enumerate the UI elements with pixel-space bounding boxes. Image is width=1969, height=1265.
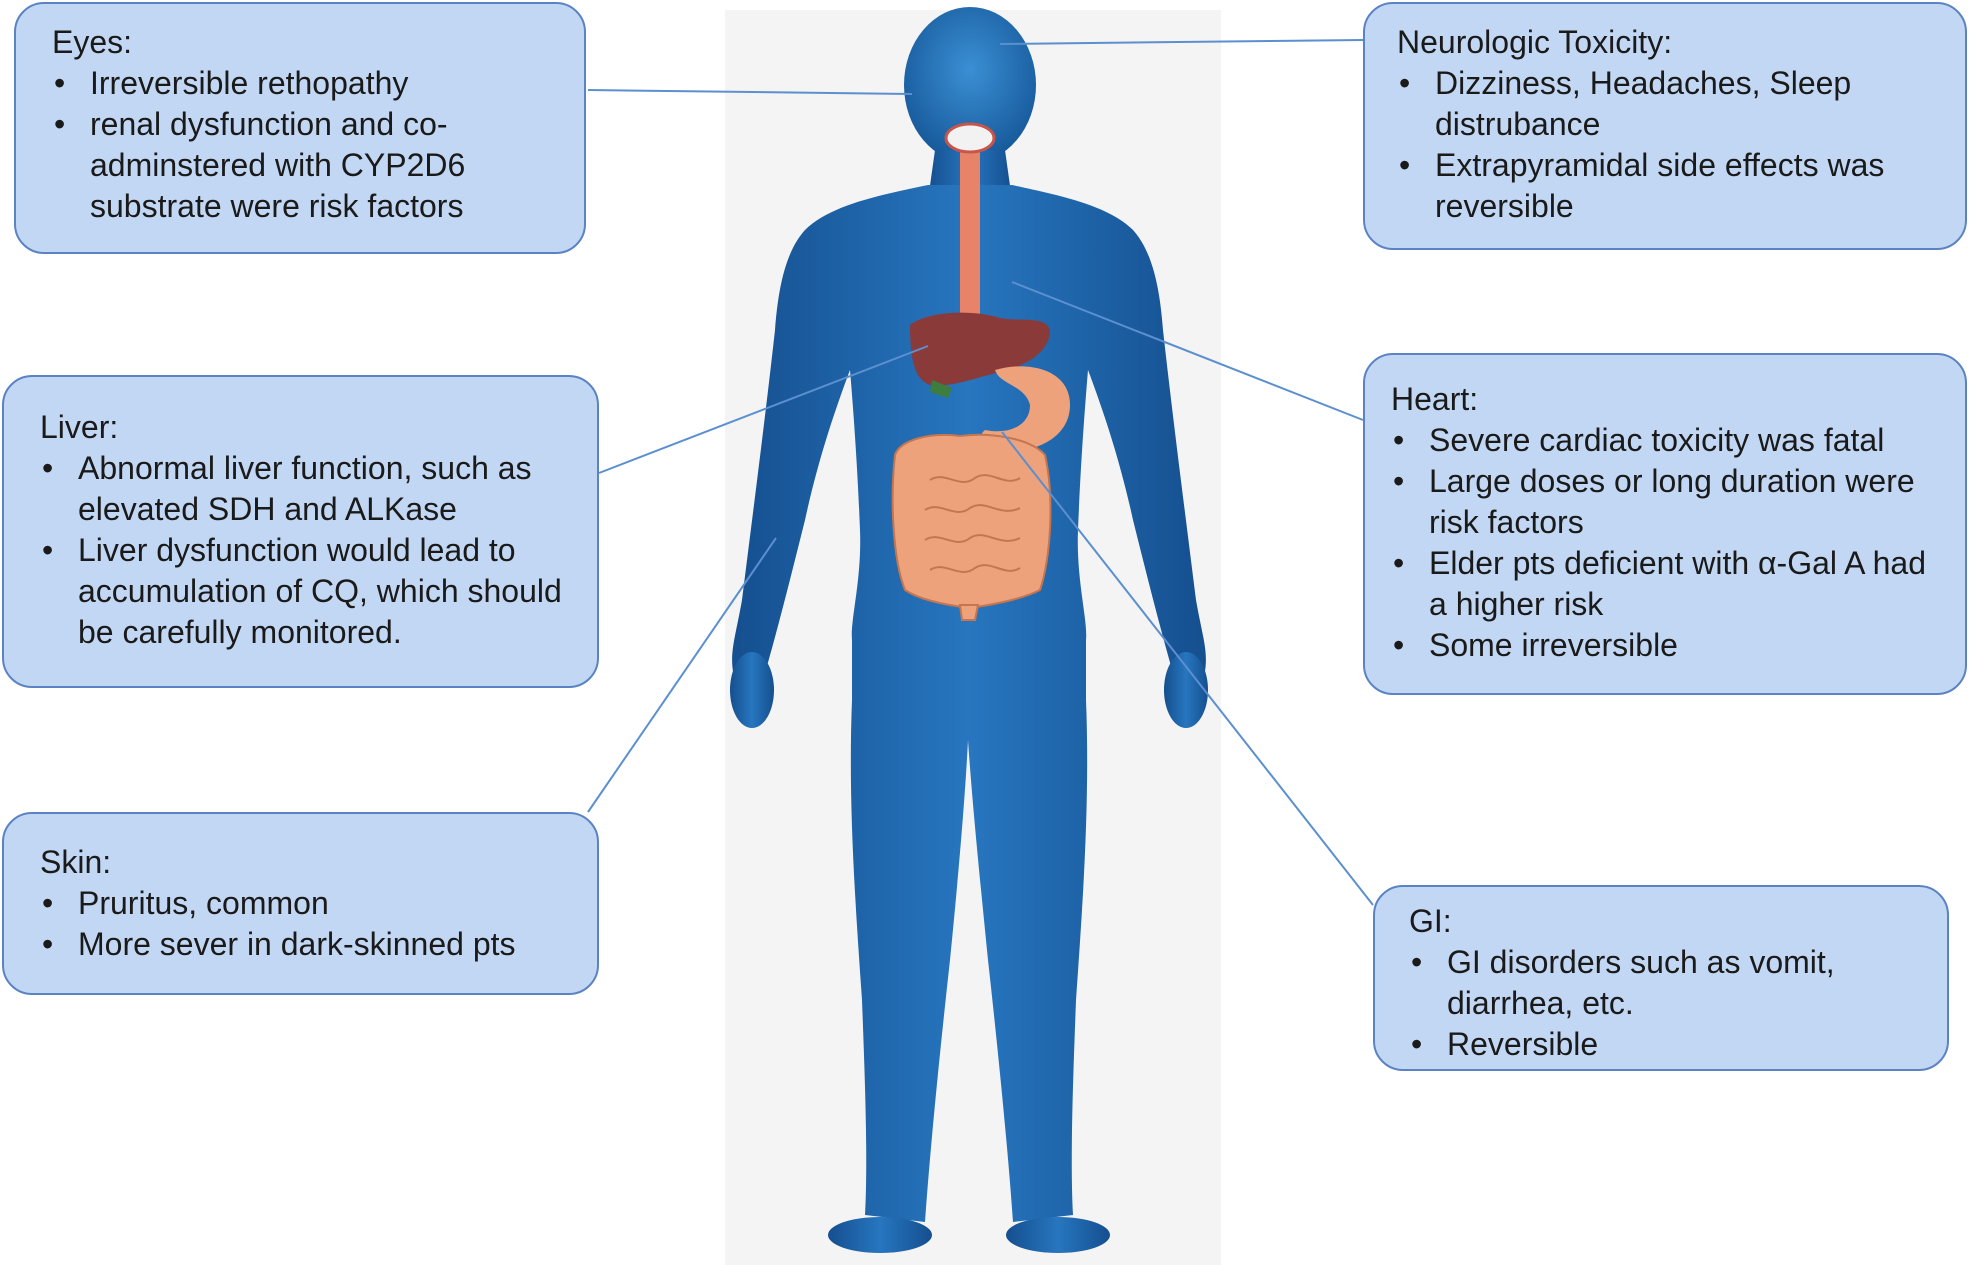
list-item: renal dysfunction and co-adminstered wit… xyxy=(52,104,560,227)
list-item: Abnormal liver function, such as elevate… xyxy=(40,448,573,530)
connector-neuro xyxy=(999,39,1364,45)
list-item: Severe cardiac toxicity was fatal xyxy=(1391,420,1945,461)
list-item: Extrapyramidal side effects was reversib… xyxy=(1397,145,1941,227)
list-item: Pruritus, common xyxy=(40,883,573,924)
callout-neurologic: Neurologic Toxicity: Dizziness, Headache… xyxy=(1363,2,1967,250)
callout-list-skin: Pruritus, common More sever in dark-skin… xyxy=(40,883,573,965)
callout-list-liver: Abnormal liver function, such as elevate… xyxy=(40,448,573,653)
callout-gi: GI: GI disorders such as vomit, diarrhea… xyxy=(1373,885,1949,1071)
callout-title-eyes: Eyes: xyxy=(52,24,133,60)
callout-title-liver: Liver: xyxy=(40,409,119,445)
connector-liver xyxy=(598,345,929,474)
callout-list-neurologic: Dizziness, Headaches, Sleep distrubance … xyxy=(1397,63,1941,227)
callout-title-heart: Heart: xyxy=(1391,381,1479,417)
list-item: More sever in dark-skinned pts xyxy=(40,924,573,965)
connector-skin xyxy=(587,537,777,813)
callout-title-skin: Skin: xyxy=(40,844,112,880)
connector-eyes xyxy=(587,89,913,95)
intestine-coils xyxy=(924,474,1021,573)
callout-title-neurologic: Neurologic Toxicity: xyxy=(1397,24,1673,60)
list-item: Reversible xyxy=(1409,1024,1927,1065)
list-item: Dizziness, Headaches, Sleep distrubance xyxy=(1397,63,1941,145)
list-item: Elder pts deficient with α-Gal A had a h… xyxy=(1391,543,1945,625)
list-item: Large doses or long duration were risk f… xyxy=(1391,461,1945,543)
list-item: Liver dysfunction would lead to accumula… xyxy=(40,530,573,653)
callout-eyes: Eyes: Irreversible rethopathy renal dysf… xyxy=(14,2,586,254)
callout-list-gi: GI disorders such as vomit, diarrhea, et… xyxy=(1409,942,1927,1065)
callout-list-eyes: Irreversible rethopathy renal dysfunctio… xyxy=(52,63,560,227)
connector-lines xyxy=(587,39,1374,906)
callout-heart: Heart: Severe cardiac toxicity was fatal… xyxy=(1363,353,1967,695)
connector-gi xyxy=(1001,431,1374,906)
connector-heart xyxy=(1011,281,1364,421)
callout-title-gi: GI: xyxy=(1409,903,1452,939)
esophagus xyxy=(944,122,996,335)
callout-skin: Skin: Pruritus, common More sever in dar… xyxy=(2,812,599,995)
stomach xyxy=(980,366,1070,451)
callout-list-heart: Severe cardiac toxicity was fatal Large … xyxy=(1391,420,1945,666)
list-item: Some irreversible xyxy=(1391,625,1945,666)
callout-liver: Liver: Abnormal liver function, such as … xyxy=(2,375,599,688)
list-item: GI disorders such as vomit, diarrhea, et… xyxy=(1409,942,1927,1024)
body-silhouette xyxy=(730,7,1208,1253)
list-item: Irreversible rethopathy xyxy=(52,63,560,104)
